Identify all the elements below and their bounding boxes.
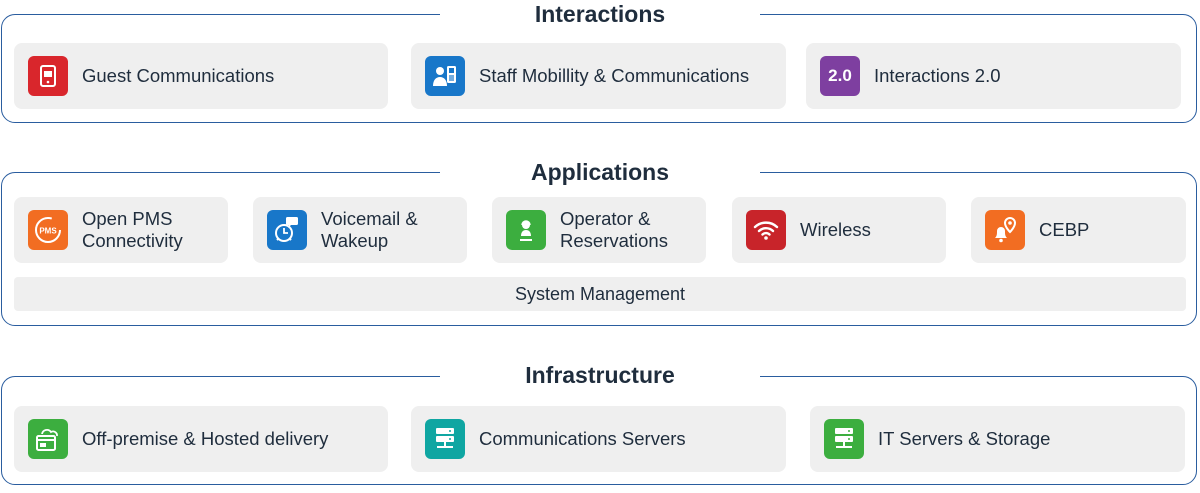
card-voicemail-wakeup[interactable]: Voicemail & Wakeup: [253, 197, 467, 263]
alarm-clock-icon: [267, 210, 307, 250]
system-management-bar[interactable]: System Management: [14, 277, 1186, 311]
pms-icon: PMS: [28, 210, 68, 250]
card-wireless[interactable]: Wireless: [732, 197, 946, 263]
card-label: Communications Servers: [479, 428, 686, 449]
card-label: CEBP: [1039, 219, 1090, 240]
operator-icon: [506, 210, 546, 250]
svg-text:PMS: PMS: [39, 227, 57, 236]
tablet-icon: [28, 56, 68, 96]
card-label: Open PMS Connectivity: [82, 208, 183, 251]
icon-text: 2.0: [828, 66, 852, 85]
card-guest-communications[interactable]: Guest Communications: [14, 43, 388, 109]
server-icon: [425, 419, 465, 459]
card-label: Off-premise & Hosted delivery: [82, 428, 329, 449]
applications-title: Applications: [440, 158, 760, 186]
card-interactions-2-0[interactable]: 2.0 Interactions 2.0: [806, 43, 1181, 109]
card-label: Voicemail & Wakeup: [321, 208, 418, 251]
bell-location-icon: [985, 210, 1025, 250]
staff-phone-icon: [425, 56, 465, 96]
infrastructure-title: Infrastructure: [440, 361, 760, 389]
card-label: Staff Mobillity & Communications: [479, 65, 750, 86]
card-staff-mobility[interactable]: Staff Mobillity & Communications: [411, 43, 786, 109]
card-off-premise[interactable]: Off-premise & Hosted delivery: [14, 406, 388, 472]
wifi-icon: [746, 210, 786, 250]
version-2-0-icon: 2.0: [820, 56, 860, 96]
cloud-hosting-icon: [28, 419, 68, 459]
card-label: IT Servers & Storage: [878, 428, 1051, 449]
card-label: Interactions 2.0: [874, 65, 1001, 86]
card-communications-servers[interactable]: Communications Servers: [411, 406, 786, 472]
card-label: Wireless: [800, 219, 871, 240]
card-label: Guest Communications: [82, 65, 275, 86]
card-it-servers-storage[interactable]: IT Servers & Storage: [810, 406, 1185, 472]
server-storage-icon: [824, 419, 864, 459]
card-operator-reservations[interactable]: Operator & Reservations: [492, 197, 706, 263]
interactions-title: Interactions: [440, 0, 760, 28]
card-open-pms[interactable]: PMS Open PMS Connectivity: [14, 197, 228, 263]
card-label: Operator & Reservations: [560, 208, 668, 251]
card-cebp[interactable]: CEBP: [971, 197, 1186, 263]
